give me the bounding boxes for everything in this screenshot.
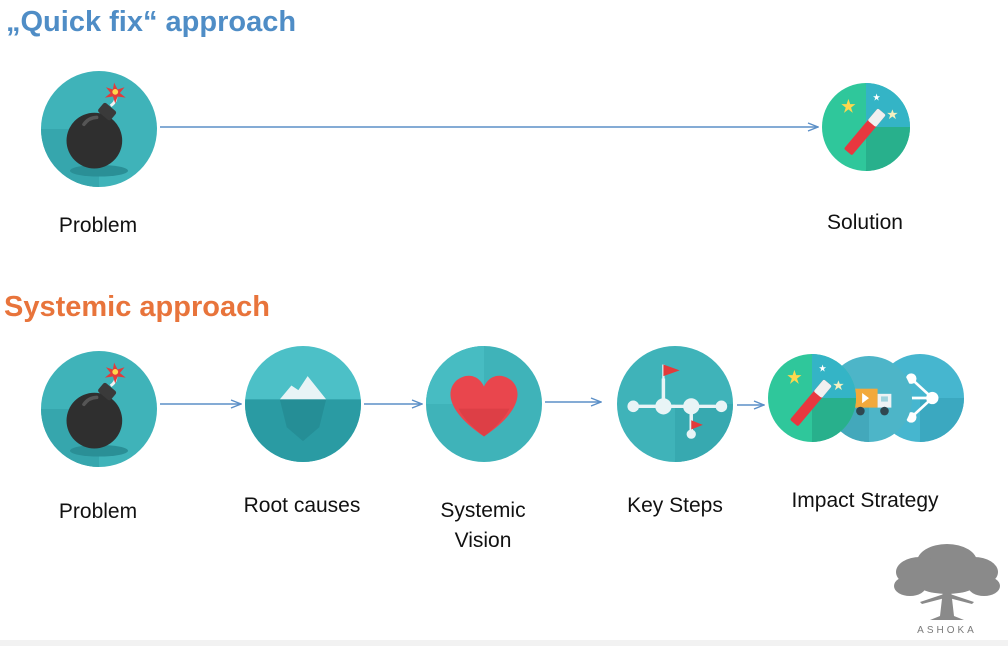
quick-fix-heading: „Quick fix“ approach [6, 6, 297, 38]
root-causes-label: Root causes [243, 494, 361, 517]
key-steps-icon [617, 346, 733, 462]
bomb-icon [41, 71, 157, 187]
systemic-vision-label-line1: Systemic [440, 499, 526, 522]
magic-wand-icon [822, 83, 910, 171]
quick-fix-solution-label: Solution [827, 211, 903, 234]
systemic-heading: Systemic approach [4, 291, 270, 323]
ashoka-logo-text: ASHOKA [917, 625, 977, 636]
systemic-problem-label: Problem [58, 500, 138, 523]
magic-wand-icon [768, 354, 856, 442]
quick-fix-problem-label: Problem [58, 214, 138, 237]
heart-icon [426, 346, 542, 462]
bomb-icon [41, 351, 157, 467]
impact-strategy-label: Impact Strategy [791, 489, 939, 512]
systemic-vision-label-line2: Vision [454, 529, 512, 552]
iceberg-icon [245, 346, 361, 462]
footer-bar [0, 640, 1008, 646]
key-steps-label: Key Steps [627, 494, 723, 517]
ashoka-tree-logo: ASHOKA [894, 544, 1000, 636]
